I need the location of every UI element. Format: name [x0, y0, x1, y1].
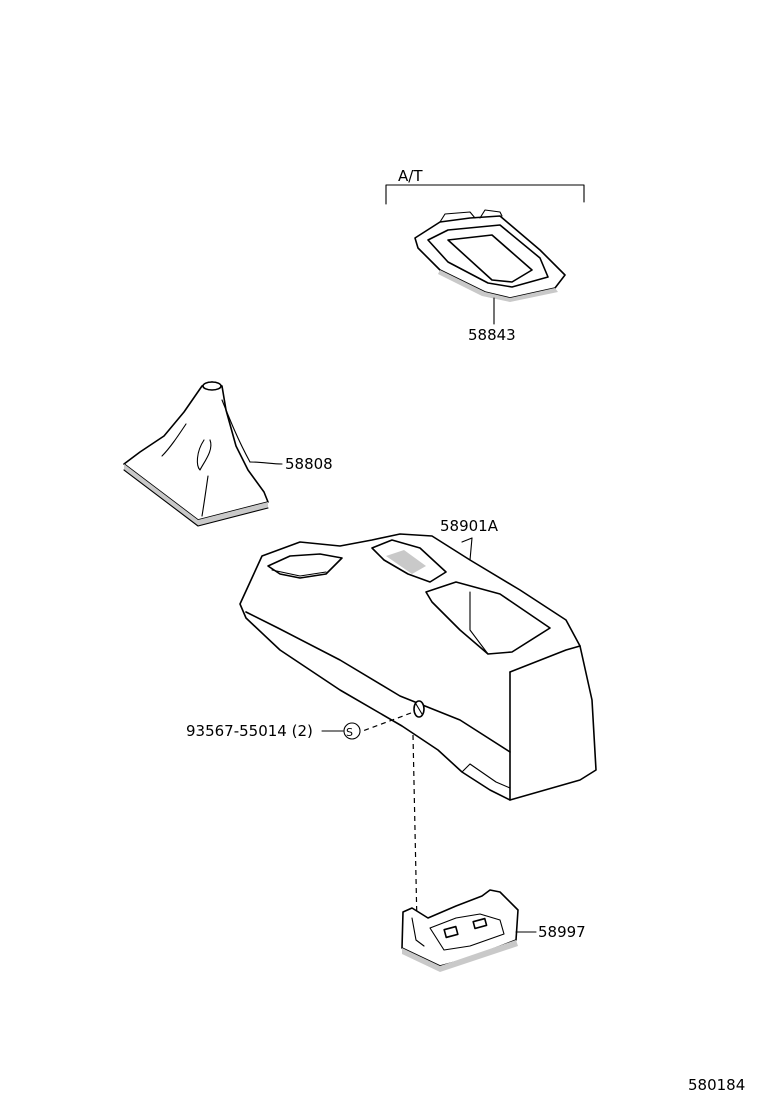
retainer-58843: 58843 [414, 209, 566, 344]
label-58997: 58997 [538, 923, 586, 941]
shift-boot-58808: 58808 [123, 381, 333, 527]
label-58901a: 58901A [440, 517, 499, 535]
label-58808: 58808 [285, 455, 333, 473]
screw-symbol: S [346, 726, 353, 739]
figure-id: 580184 [688, 1076, 745, 1094]
label-58843: 58843 [468, 326, 516, 344]
screw-93567: S 93567-55014 (2) [186, 700, 425, 740]
console-box-58901a: 58901A [239, 517, 597, 801]
bracket-58997: 58997 [401, 889, 586, 972]
label-93567: 93567-55014 (2) [186, 722, 313, 740]
at-bracket-label: A/T [398, 167, 423, 185]
assembly-line [412, 734, 418, 926]
at-bracket: A/T [385, 167, 585, 205]
